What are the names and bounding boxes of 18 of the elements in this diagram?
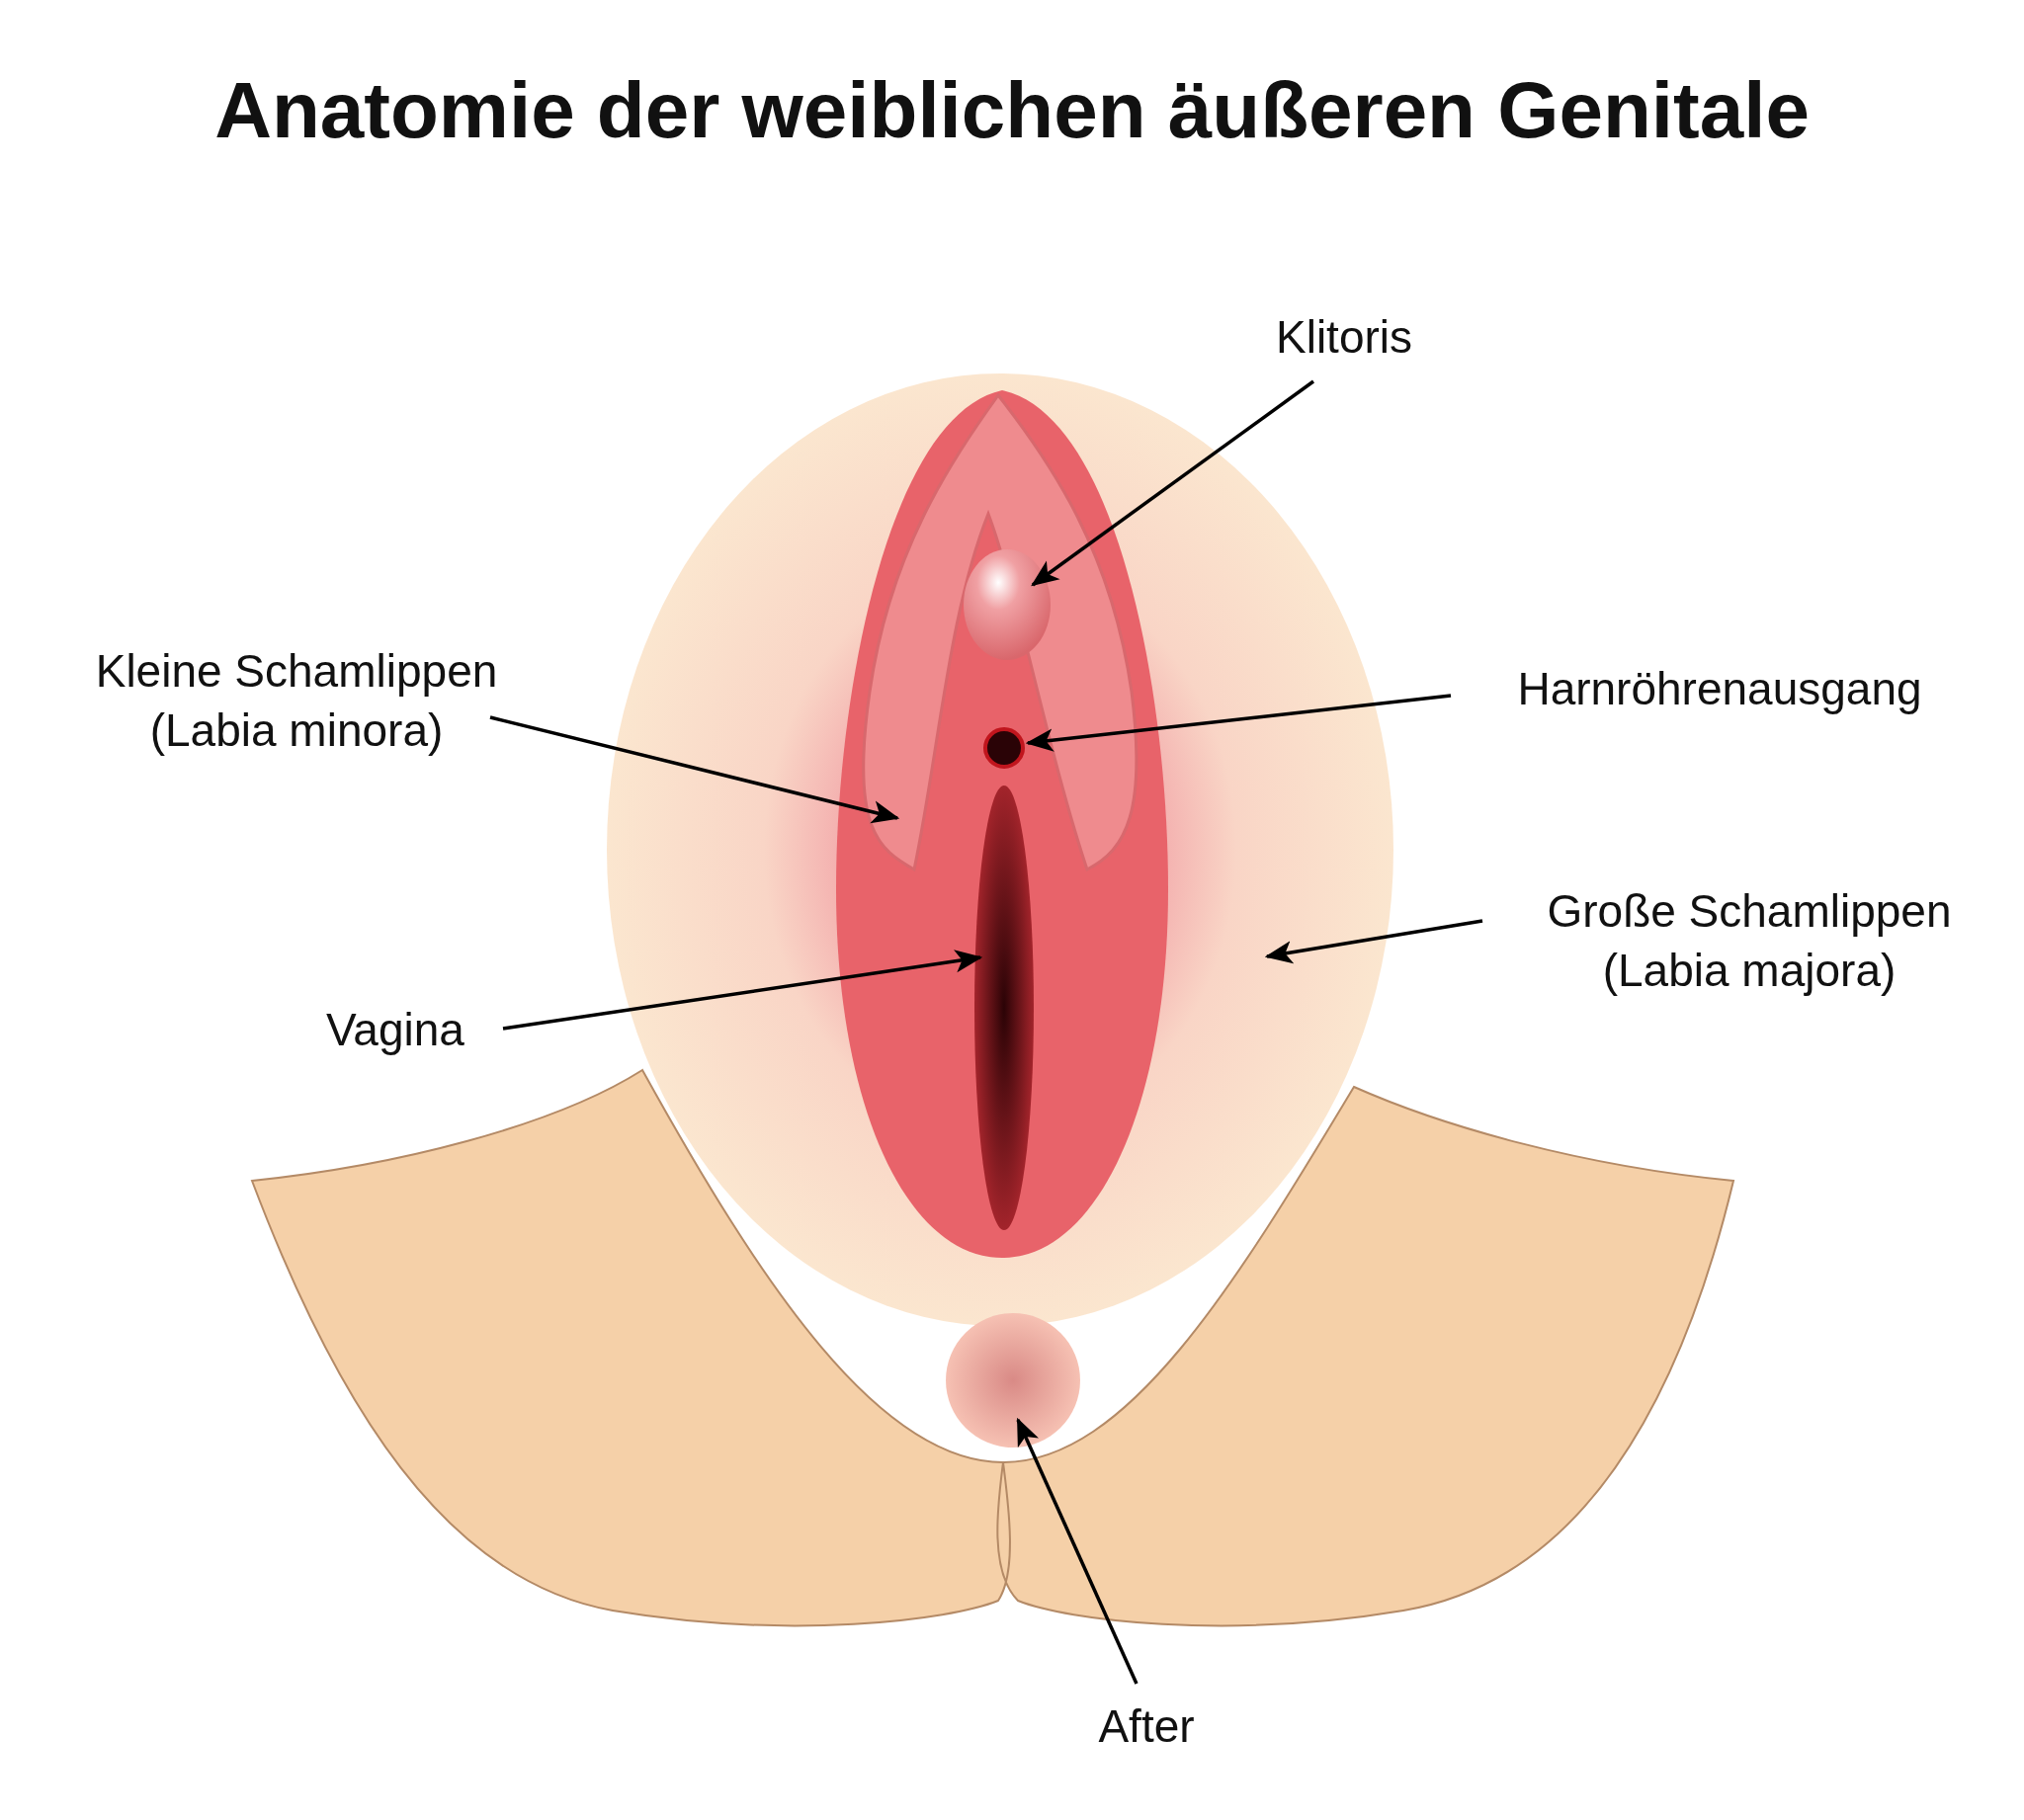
part-label: Harnröhrenausgang	[1517, 662, 1922, 716]
leader-arrow	[502, 950, 983, 1031]
part-label: Kleine Schamlippen (Labia minora)	[94, 644, 499, 758]
leader-arrow	[1016, 1417, 1138, 1685]
leader-arrow	[1264, 919, 1483, 964]
part-label: After	[1098, 1699, 1195, 1754]
leader-arrow	[1025, 694, 1452, 752]
title: Anatomie der weiblichen äußeren Genitale	[213, 67, 1811, 154]
labia-minora-part	[862, 393, 1138, 871]
clitoris-part	[964, 549, 1051, 660]
part-label: Vagina	[326, 1003, 464, 1057]
labia-majora-part	[607, 373, 1393, 1326]
leader-arrow	[1031, 379, 1315, 587]
part-label: Klitoris	[1276, 310, 1412, 365]
vaginal-opening	[974, 786, 1034, 1230]
part-label: Große Schamlippen (Labia majora)	[1546, 884, 1953, 998]
leader-arrow	[489, 715, 900, 824]
anus-part	[946, 1313, 1080, 1448]
